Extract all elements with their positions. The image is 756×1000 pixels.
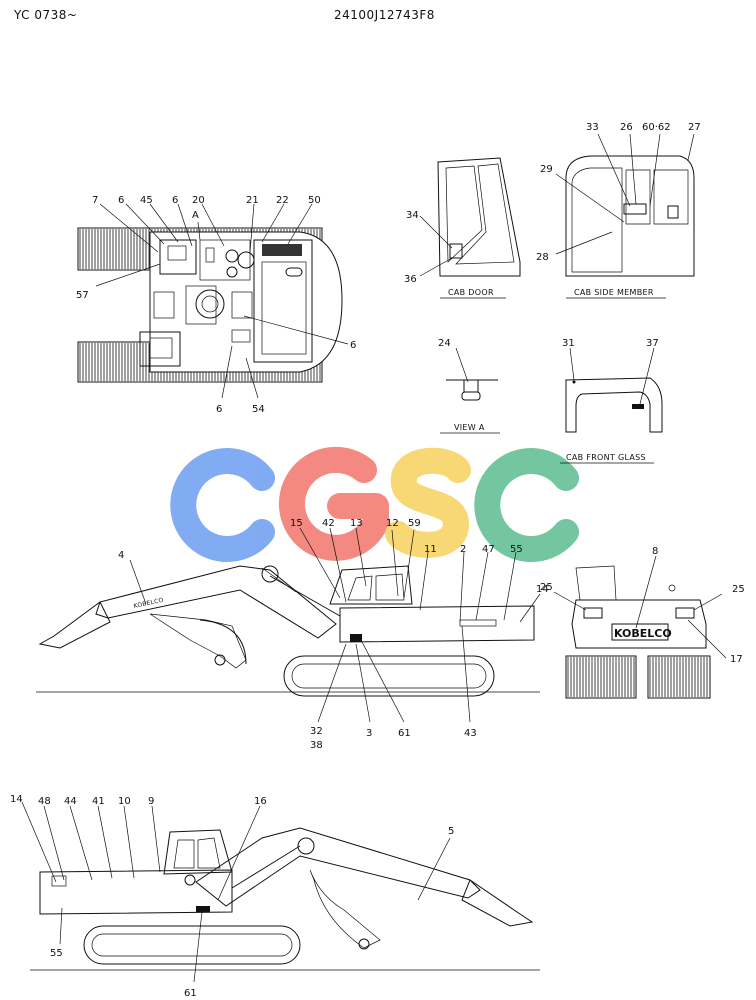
cab-front-glass-drawing: [565, 377, 663, 433]
callout-55: 55: [510, 544, 523, 555]
bottom-side-view-excavator: [30, 827, 540, 971]
cab-side-member-drawing: [565, 155, 695, 277]
callout-60-62: 60·62: [642, 122, 671, 133]
callout-50: 50: [308, 195, 321, 206]
callout-61-a: 61: [398, 728, 411, 739]
watermark-letter-c1: [170, 448, 275, 562]
callout-25-b: 25: [732, 584, 745, 595]
callout-8: 8: [652, 546, 658, 557]
callout-29: 29: [540, 164, 553, 175]
callout-31: 31: [562, 338, 575, 349]
side-view-excavator: KOBELCO: [36, 565, 540, 697]
rear-track-links: [567, 657, 708, 697]
callout-12: 12: [386, 518, 399, 529]
callout-4: 4: [118, 550, 124, 561]
callout-42: 42: [322, 518, 335, 529]
callout-11: 11: [424, 544, 437, 555]
watermark: [170, 446, 579, 562]
caption-cab-door: CAB DOOR: [448, 288, 494, 297]
callout-22: 22: [276, 195, 289, 206]
callout-28: 28: [536, 252, 549, 263]
boom-brand-decal: KOBELCO: [133, 597, 164, 610]
watermark-letter-c2: [474, 448, 579, 562]
callout-17: 17: [730, 654, 743, 665]
bottom-leaders: [21, 801, 451, 983]
rear-view-drawing: KOBELCO: [565, 565, 711, 699]
callout-44: 44: [64, 796, 77, 807]
callout-57: 57: [76, 290, 89, 301]
callout-34: 34: [406, 210, 419, 221]
callout-9: 9: [148, 796, 154, 807]
top-view-leaders: [95, 203, 349, 399]
rear-brand-decal: KOBELCO: [614, 627, 672, 640]
drawing-code-right: 24100J12743F8: [334, 8, 435, 22]
callout-16: 16: [254, 796, 267, 807]
callout-45: 45: [140, 195, 153, 206]
callout-33: 33: [586, 122, 599, 133]
callout-3: 3: [366, 728, 372, 739]
callout-41: 41: [92, 796, 105, 807]
callout-54: 54: [252, 404, 265, 415]
callout-24: 24: [438, 338, 451, 349]
callout-36: 36: [404, 274, 417, 285]
callout-55-b: 55: [50, 948, 63, 959]
drawing-code-left: YC 0738~: [14, 8, 78, 22]
callout-2: 2: [460, 544, 466, 555]
caption-view-a: VIEW A: [454, 423, 485, 432]
callout-7: 7: [92, 195, 98, 206]
side-upper-leaders: [129, 527, 541, 723]
watermark-letter-s: [385, 447, 471, 558]
callout-14-b: 14: [10, 794, 23, 805]
callout-6-d: 6: [216, 404, 222, 415]
callout-6-b: 6: [172, 195, 178, 206]
view-a-marker: A: [192, 210, 199, 221]
callout-10: 10: [118, 796, 131, 807]
callout-6-c: 6: [350, 340, 356, 351]
cab-door-drawing: [437, 157, 521, 277]
callout-61-b: 61: [184, 988, 197, 999]
callout-32: 32: [310, 726, 323, 737]
callout-47: 47: [482, 544, 495, 555]
top-view-drawing: A: [77, 210, 343, 383]
cab-door-leaders: [419, 215, 453, 277]
callout-27: 27: [688, 122, 701, 133]
callout-20: 20: [192, 195, 205, 206]
callout-15: 15: [290, 518, 303, 529]
callout-59: 59: [408, 518, 421, 529]
view-a-drawing: [446, 379, 498, 401]
caption-cab-side-member: CAB SIDE MEMBER: [574, 288, 654, 297]
callout-38: 38: [310, 740, 323, 751]
rear-leaders: [553, 555, 727, 659]
callout-13: 13: [350, 518, 363, 529]
callout-26: 26: [620, 122, 633, 133]
callout-14: 14: [536, 584, 549, 595]
callout-25-a: 25: [540, 582, 553, 593]
callout-37: 37: [646, 338, 659, 349]
callout-48: 48: [38, 796, 51, 807]
callout-5: 5: [448, 826, 454, 837]
cab-side-leaders: [555, 133, 695, 255]
watermark-letter-g: [278, 446, 389, 561]
callout-6-a: 6: [118, 195, 124, 206]
callout-43: 43: [464, 728, 477, 739]
caption-cab-front-glass: CAB FRONT GLASS: [566, 453, 646, 462]
callout-21: 21: [246, 195, 259, 206]
